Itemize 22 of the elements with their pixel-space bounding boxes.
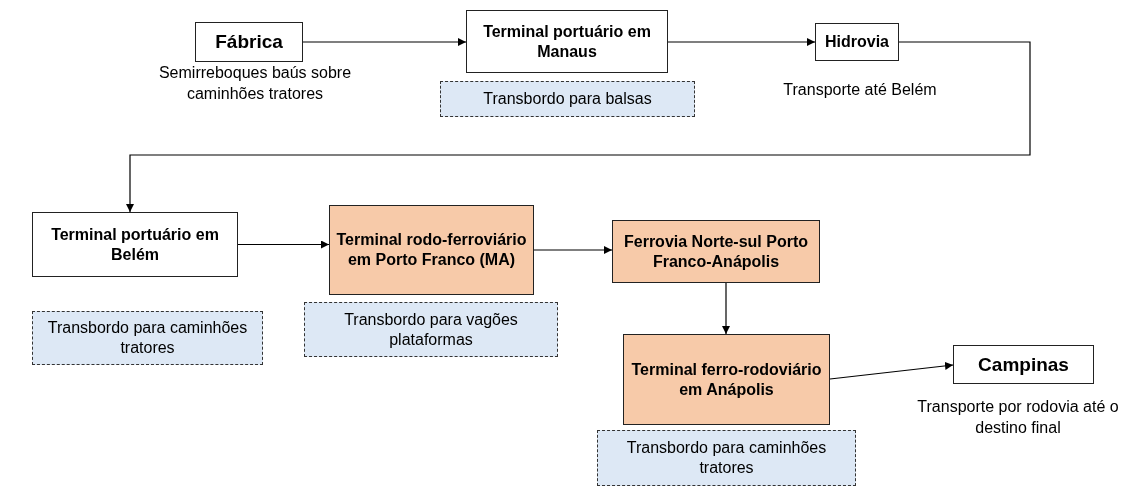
- arrow: [126, 41, 1031, 213]
- arrow: [722, 282, 730, 335]
- process-box: Terminal portuário em Belém: [32, 212, 238, 277]
- caption-text: Transporte por rodovia até o destino final: [916, 397, 1120, 438]
- process-box: Terminal portuário em Manaus: [466, 10, 668, 73]
- arrow: [533, 246, 613, 254]
- process-box: Ferrovia Norte-sul Porto Franco-Anápolis: [612, 220, 820, 283]
- note-box: Transbordo para caminhões tratores: [32, 311, 263, 365]
- caption-text: Semirreboques baús sobre caminhões tratores: [157, 63, 353, 104]
- note-box: Transbordo para vagões plataformas: [304, 302, 558, 357]
- process-box: Terminal rodo-ferroviário em Porto Franco (MA): [329, 205, 534, 295]
- process-box: Fábrica: [195, 22, 303, 62]
- process-box: Terminal ferro-rodoviário em Anápolis: [623, 334, 830, 425]
- note-box: Transbordo para balsas: [440, 81, 695, 117]
- caption-text: Transporte até Belém: [782, 80, 938, 100]
- arrow: [667, 38, 816, 46]
- arrow: [829, 361, 954, 380]
- process-box: Campinas: [953, 345, 1094, 384]
- arrow: [302, 38, 467, 46]
- process-box: Hidrovia: [815, 23, 899, 61]
- arrow: [237, 240, 330, 249]
- note-box: Transbordo para caminhões tratores: [597, 430, 856, 486]
